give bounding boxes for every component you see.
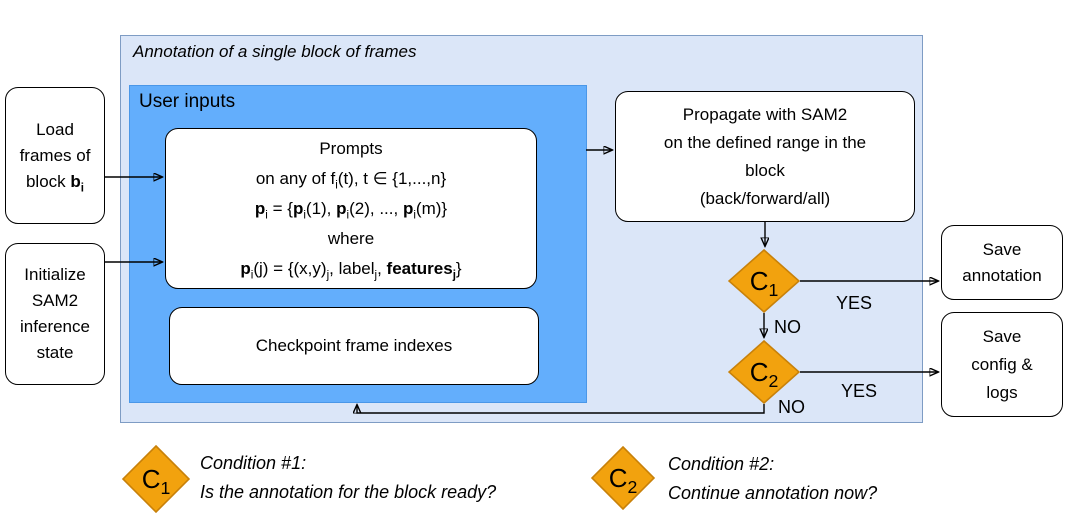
legend-condition-2-diamond: C2 [591,446,655,510]
diamond-shape [591,446,655,510]
prompts-box: Prompts on any of fi(t), t ∈ {1,...,n} p… [165,128,537,289]
propagate-box: Propagate with SAM2 on the defined range… [615,91,915,222]
legend-condition-1-diamond: C1 [122,445,190,513]
checkpoint-box: Checkpoint frame indexes [169,307,539,385]
prompts-line: pi(j) = {(x,y)j, labelj, featuresj} [240,258,462,281]
save-annotation-label: Save annotation [962,239,1042,285]
init-sam2-box: Initialize SAM2 inference state [5,243,105,385]
prompts-line: Prompts [319,138,383,158]
propagate-label: Propagate with SAM2 on the defined range… [663,104,867,208]
save-config-box: Save config & logs [941,312,1063,417]
checkpoint-label: Checkpoint frame indexes [255,336,453,355]
c2-yes-label: YES [841,381,878,401]
legend-condition-1-label: C1 [141,464,171,499]
diamond-shape [122,445,190,513]
save-config-label: Save config & logs [971,326,1033,402]
init-sam2-label: Initialize SAM2 inference state [20,265,90,362]
prompts-line: where [327,228,375,248]
prompts-line: pi = {pi(1), pi(2), ..., pi(m)} [254,198,448,221]
legend-condition-2-text: Condition #2: Continue annotation now? [668,454,878,503]
legend-condition-1-text: Condition #1: Is the annotation for the … [200,453,497,502]
legend-condition-2-label: C2 [608,463,638,498]
c1-yes-label: YES [836,293,873,313]
condition-1-label: C1 [749,266,779,301]
condition-1-diamond: C1 [728,249,800,313]
prompts-line: on any of fi(t), t ∈ {1,...,n} [255,168,447,191]
c2-no-label: NO [778,397,805,417]
condition-2-diamond: C2 [728,340,800,404]
save-annotation-box: Save annotation [941,225,1063,300]
frame-title: Annotation of a single block of frames [133,42,417,61]
user-inputs-label: User inputs [139,91,236,112]
c1-no-label: NO [774,317,801,337]
diamond-shape [728,249,800,313]
diamond-shape [728,340,800,404]
condition-2-label: C2 [749,357,779,392]
